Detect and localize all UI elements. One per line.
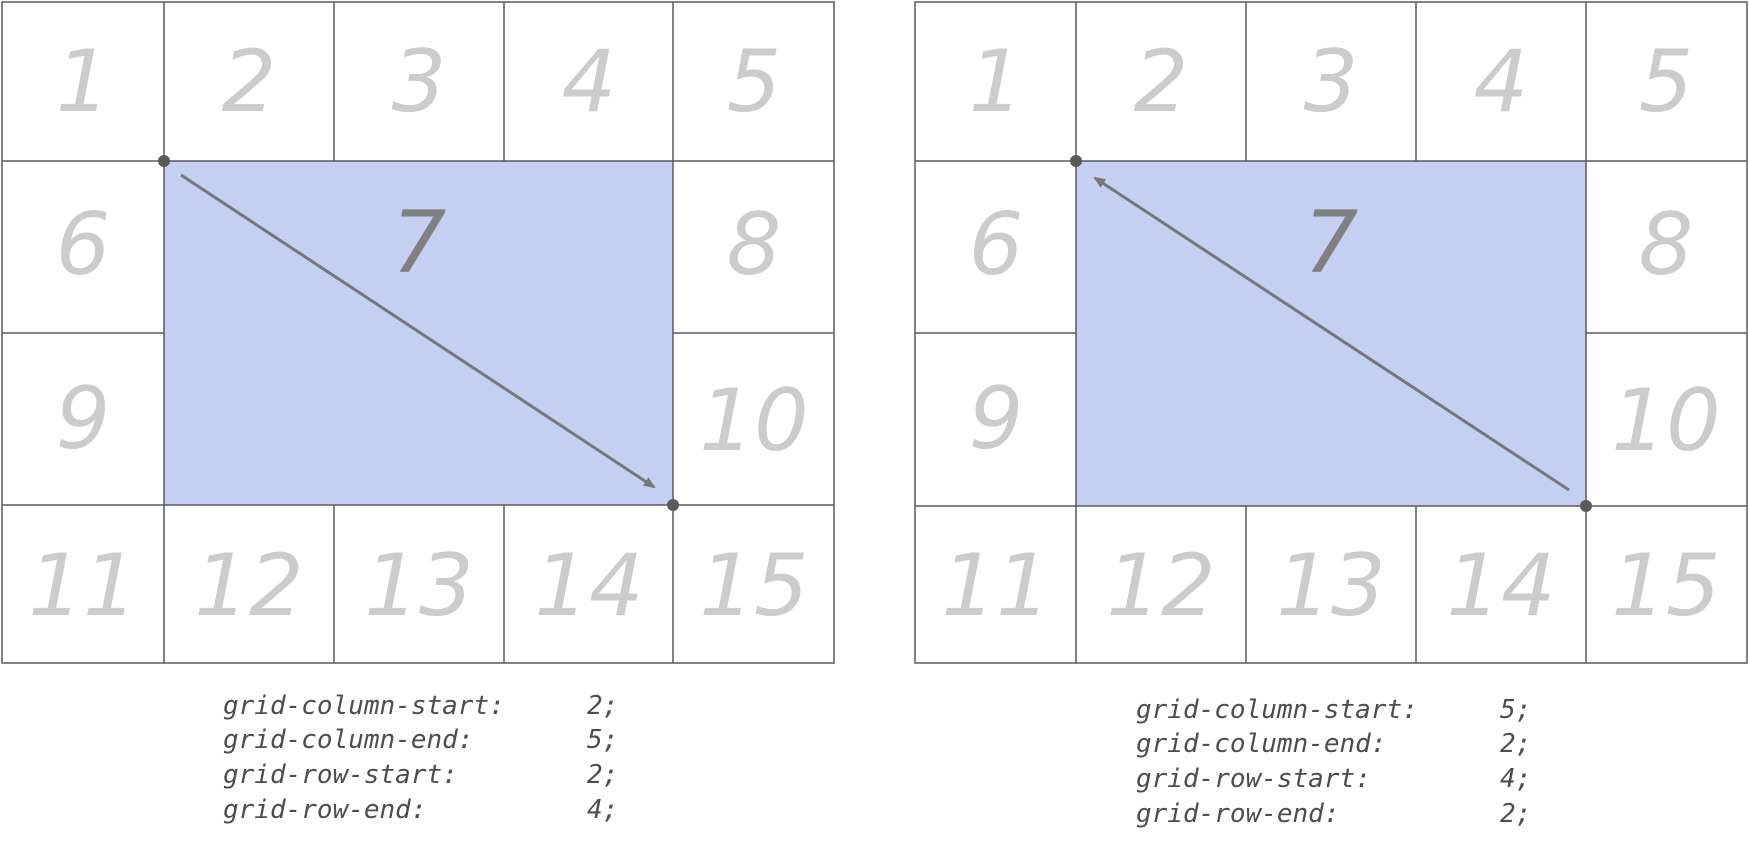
- start-point-dot-left: [158, 155, 170, 167]
- code-value-column-end: 5;: [587, 725, 618, 755]
- direction-arrow-left: [180, 173, 656, 489]
- cell-label-7: 7: [1304, 193, 1359, 293]
- cell-label-6: 6: [56, 195, 111, 295]
- code-value-row-end: 2;: [1500, 799, 1531, 829]
- code-value-column-start: 5;: [1500, 695, 1531, 725]
- grid-lines-right: [914, 1, 1748, 664]
- cell-label-11: 11: [941, 536, 1050, 636]
- direction-arrow-right: [1093, 176, 1570, 492]
- cell-label-12: 12: [194, 536, 303, 636]
- cell-label-8: 8: [1639, 195, 1694, 295]
- cell-label-4: 4: [562, 32, 617, 132]
- cell-label-11: 11: [28, 536, 137, 636]
- cell-label-1: 1: [56, 32, 111, 132]
- code-property-column-start: grid-column-start:: [1136, 695, 1418, 725]
- code-value-column-start: 2;: [587, 691, 618, 721]
- right-diagram: 1 2 3 4 5 6 7 8 9 10 11 12 13 14 15 grid…: [914, 1, 1748, 829]
- cell-label-8: 8: [727, 195, 782, 295]
- end-point-dot-right: [1070, 155, 1082, 167]
- end-point-dot-left: [667, 499, 679, 511]
- code-block-right: grid-column-start: 5; grid-column-end: 2…: [1136, 695, 1531, 829]
- cell-label-3: 3: [392, 32, 447, 132]
- cell-label-9: 9: [56, 369, 111, 469]
- cell-label-14: 14: [534, 536, 643, 636]
- cell-label-15: 15: [1611, 536, 1720, 636]
- code-property-row-start: grid-row-start:: [1136, 764, 1371, 794]
- cell-label-9: 9: [969, 369, 1024, 469]
- cell-label-13: 13: [1276, 536, 1385, 636]
- code-property-row-end: grid-row-end:: [1136, 799, 1340, 829]
- cell-label-15: 15: [699, 536, 808, 636]
- code-property-row-start: grid-row-start:: [223, 760, 458, 790]
- code-value-column-end: 2;: [1500, 729, 1531, 759]
- cell-label-2: 2: [222, 32, 277, 132]
- code-value-row-end: 4;: [587, 795, 618, 825]
- code-property-column-end: grid-column-end:: [1136, 729, 1386, 759]
- code-property-column-start: grid-column-start:: [223, 691, 505, 721]
- code-value-row-start: 4;: [1500, 764, 1531, 794]
- left-diagram: 1 2 3 4 5 6 7 8 9 10 11 12 13 14 15 grid…: [1, 1, 835, 825]
- cell-label-14: 14: [1446, 536, 1555, 636]
- cell-label-3: 3: [1304, 32, 1359, 132]
- start-point-dot-right: [1580, 500, 1592, 512]
- cell-label-7: 7: [392, 193, 447, 293]
- grid-lines-left: [1, 1, 835, 664]
- cell-label-1: 1: [969, 32, 1024, 132]
- cell-label-10: 10: [1611, 371, 1720, 471]
- cell-label-12: 12: [1106, 536, 1215, 636]
- cell-label-2: 2: [1134, 32, 1189, 132]
- code-property-row-end: grid-row-end:: [223, 795, 427, 825]
- cell-label-6: 6: [969, 195, 1024, 295]
- code-block-left: grid-column-start: 2; grid-column-end: 5…: [223, 691, 618, 825]
- cell-label-10: 10: [699, 371, 808, 471]
- cell-label-13: 13: [364, 536, 473, 636]
- code-value-row-start: 2;: [587, 760, 618, 790]
- cell-label-5: 5: [1639, 32, 1694, 132]
- cell-label-4: 4: [1474, 32, 1529, 132]
- code-property-column-end: grid-column-end:: [223, 725, 473, 755]
- cell-label-5: 5: [727, 32, 782, 132]
